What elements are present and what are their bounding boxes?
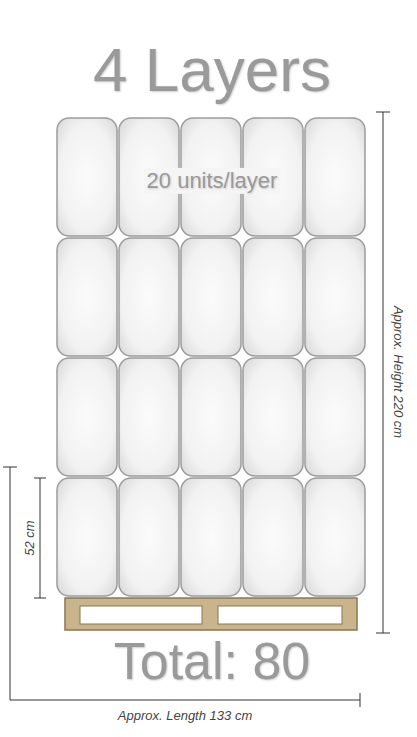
dimension-lines: [3, 112, 390, 707]
tick: [34, 478, 46, 479]
bag: [119, 478, 179, 596]
bag: [181, 238, 241, 356]
length-line: [10, 700, 360, 701]
dimension-label: Approx. Height 220 cm: [390, 303, 406, 441]
layer-count-title: 4 Layers: [93, 36, 331, 104]
units-per-layer: 20 units/layer: [144, 168, 281, 194]
tick: [360, 693, 361, 707]
dimension-label: 52 cm: [22, 517, 38, 558]
bag: [57, 238, 117, 356]
bag: [57, 478, 117, 596]
bag: [119, 358, 179, 476]
wooden-pallet: [65, 598, 357, 630]
bag: [119, 238, 179, 356]
tick: [376, 633, 390, 634]
pallet-slot: [218, 606, 342, 624]
tick: [3, 467, 17, 468]
bag: [243, 238, 303, 356]
bag: [57, 358, 117, 476]
dimension-label: Approx. Length 133 cm: [115, 708, 255, 724]
tick: [376, 112, 390, 113]
bag: [181, 478, 241, 596]
bag: [243, 478, 303, 596]
bag-layers: [57, 118, 365, 596]
bag: [57, 118, 117, 236]
bag: [305, 478, 365, 596]
bag: [305, 358, 365, 476]
total-count: Total: 80: [114, 633, 311, 690]
layer-height-line: [40, 478, 41, 598]
bag: [243, 358, 303, 476]
length-line-side: [10, 467, 11, 700]
tick: [34, 598, 46, 599]
pallet-frame: [65, 598, 357, 630]
pallet-slot: [80, 606, 202, 624]
bag: [305, 118, 365, 236]
bag: [305, 238, 365, 356]
height-line: [383, 112, 384, 633]
bag: [181, 358, 241, 476]
